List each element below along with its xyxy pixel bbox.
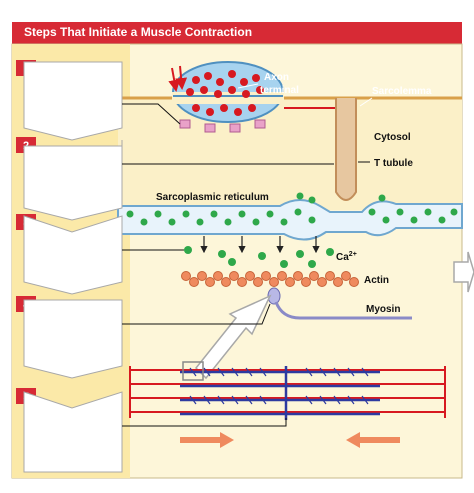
step-3-box[interactable] (23, 215, 123, 295)
receptor (179, 119, 191, 129)
receptor (254, 119, 266, 129)
next-panel-arrow (453, 251, 474, 293)
cytosol-label: Cytosol (374, 132, 411, 143)
sarcomere (129, 361, 446, 420)
myosin-head (267, 287, 412, 320)
cytosol-area (118, 98, 462, 210)
axon-label-line1: Axon (264, 72, 289, 83)
step-2-box[interactable] (23, 140, 123, 221)
actin-label: Actin (364, 275, 389, 286)
t-tubule (335, 98, 357, 201)
myosin-label: Myosin (366, 304, 400, 315)
calcium-release (184, 236, 334, 268)
actin-filament (181, 271, 359, 287)
slide-arrowhead-left (346, 432, 360, 448)
sr-label: Sarcoplasmic reticulum (156, 192, 269, 203)
sarcoplasmic-reticulum (117, 192, 463, 241)
step-1-box[interactable] (23, 61, 123, 141)
axon-terminal (168, 61, 284, 133)
receptor (204, 123, 216, 133)
leader-line-4 (122, 303, 271, 325)
title-bar: Steps That Initiate a Muscle Contraction (12, 22, 462, 44)
sarcolemma-label: Sarcolemma (372, 86, 432, 97)
leader-line-1 (122, 103, 181, 125)
step-4-box[interactable] (23, 299, 123, 379)
step-5-box[interactable] (23, 391, 123, 473)
calcium-label: Ca2+ (336, 251, 357, 263)
diagram-title: Steps That Initiate a Muscle Contraction (24, 25, 253, 39)
t-tubule-label: T tubule (374, 158, 413, 169)
slide-arrowhead-right (220, 432, 234, 448)
leader-line-5 (122, 418, 287, 427)
receptor (229, 123, 241, 133)
axon-label-line2: terminal (260, 85, 299, 96)
